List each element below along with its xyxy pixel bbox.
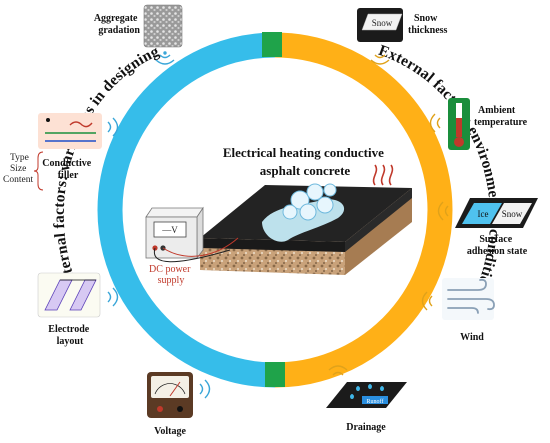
wave-icon	[199, 379, 211, 399]
aggregate-icon	[143, 4, 183, 48]
factor-surface-adhesion: Ice Snow Surface adhesion state	[437, 198, 538, 257]
wave-icon	[370, 54, 390, 65]
internal-ring-arc	[97, 32, 276, 388]
factor-snow-thickness: Snow Snow thickness	[357, 8, 448, 65]
ring-divider-top	[262, 32, 282, 57]
wave-icon	[429, 113, 441, 133]
power-supply-label: DC power supply	[149, 264, 193, 286]
ambient-temperature-label: Ambient temperature	[474, 105, 528, 128]
snowflake-icon	[282, 183, 337, 221]
runoff-tag: Runoff	[367, 398, 384, 405]
drainage-label: Drainage	[346, 422, 386, 433]
voltage-label: Voltage	[154, 426, 186, 437]
asphalt-slab	[200, 164, 412, 275]
wave-icon	[421, 291, 433, 311]
power-supply-reading: —V	[161, 225, 178, 235]
factor-conductive-filler: Conductive filler Type Size Content	[3, 113, 119, 191]
ring-divider-bottom	[265, 362, 285, 387]
wave-icon	[107, 287, 119, 307]
wind-label: Wind	[460, 332, 484, 343]
factor-ambient-temperature: Ambient temperature	[429, 98, 528, 150]
wave-icon	[107, 117, 119, 137]
filler-icon	[38, 113, 102, 149]
filler-bracket	[33, 151, 44, 191]
ground-wire	[153, 247, 231, 263]
factor-aggregate-gradation: Aggregate gradation	[94, 4, 183, 65]
factor-drainage: Runoff Drainage	[326, 365, 407, 433]
factor-wind: Wind	[421, 278, 495, 343]
external-ring-arc	[274, 32, 453, 388]
snow-thickness-label: Snow thickness	[408, 13, 448, 36]
surface-adhesion-label: Surface adhesion state	[467, 234, 528, 257]
electrode-layout-label: Electrode layout	[48, 324, 91, 347]
factor-ring	[97, 32, 453, 388]
aggregate-gradation-label: Aggregate gradation	[94, 13, 141, 36]
wave-icon	[437, 201, 449, 221]
power-supply-display	[153, 221, 187, 238]
snow-slab-tag: Snow	[372, 18, 393, 28]
dc-power-supply: —V DC power supply	[145, 206, 239, 286]
factor-electrode-layout: Electrode layout	[37, 272, 119, 347]
ice-tag: Ice	[478, 209, 489, 219]
heat-waves-icon	[372, 164, 394, 186]
conductive-filler-label: Conductive filler	[42, 158, 93, 181]
factor-voltage: Voltage	[147, 372, 211, 437]
snow-tag: Snow	[502, 209, 523, 219]
wave-icon	[155, 51, 175, 65]
power-wire	[162, 237, 239, 257]
center-title: Electrical heating conductive asphalt co…	[223, 145, 387, 178]
wave-icon	[328, 365, 348, 376]
filler-types-list: Type Size Content	[3, 153, 33, 185]
